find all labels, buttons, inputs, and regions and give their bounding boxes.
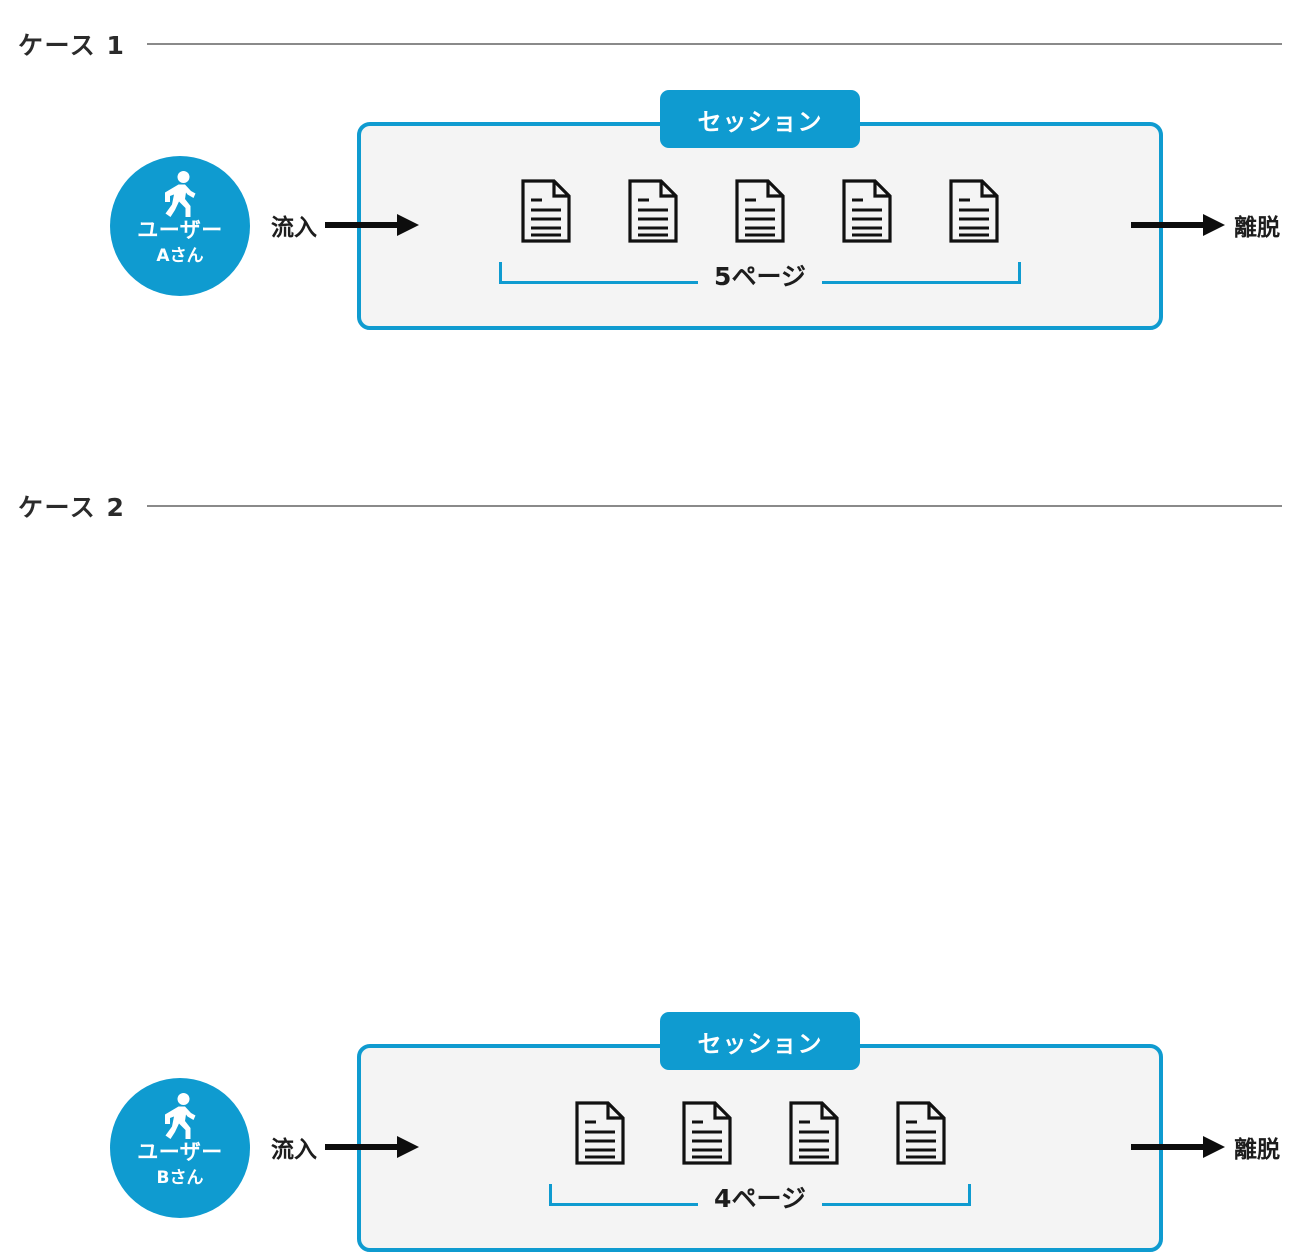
- case-header-rule: [147, 505, 1282, 507]
- case-title: ケース 2: [18, 493, 126, 522]
- user-avatar-b: ユーザー Bさん: [110, 1078, 250, 1218]
- bracket-left-line: [499, 281, 699, 284]
- case-header-rule: [147, 43, 1282, 45]
- user-label: ユーザー: [137, 218, 223, 242]
- documents-row: [357, 1100, 1163, 1166]
- inflow-arrow-icon: [325, 1136, 419, 1158]
- inflow-label: 流入: [271, 1137, 317, 1163]
- document-icon: [788, 1101, 839, 1165]
- case-header-2: ケース 2: [18, 488, 1282, 524]
- document-icon: [681, 1101, 732, 1165]
- inflow-arrow-icon: [325, 214, 419, 236]
- session-box: [357, 122, 1163, 330]
- exit-arrow-icon: [1131, 1136, 1225, 1158]
- walking-person-icon: [165, 1093, 196, 1139]
- document-icon: [574, 1101, 625, 1165]
- document-icon: [895, 1101, 946, 1165]
- bracket-right-segment: [821, 1184, 971, 1212]
- document-icon: [949, 179, 999, 243]
- bracket-right-line: [821, 1203, 971, 1206]
- bracket-left-segment: [549, 1184, 699, 1212]
- document-icon: [735, 179, 785, 243]
- case-title: ケース 1: [18, 31, 126, 60]
- user-label: ユーザー: [137, 1140, 223, 1164]
- document-icon: [521, 179, 571, 243]
- session-badge: セッション: [660, 1012, 860, 1070]
- bracket-right-line: [821, 281, 1021, 284]
- user-avatar-a: ユーザー Aさん: [110, 156, 250, 296]
- bracket-left-segment: [499, 262, 699, 290]
- page-count-bracket: 5ページ: [499, 262, 1021, 290]
- document-icon: [842, 179, 892, 243]
- bracket-left-tick: [499, 262, 502, 284]
- page-count-bracket: 4ページ: [549, 1184, 971, 1212]
- inflow-label: 流入: [271, 215, 317, 241]
- inflow-group: 流入: [271, 1130, 420, 1164]
- document-icon: [628, 179, 678, 243]
- user-sub-label: Aさん: [156, 246, 204, 266]
- bracket-right-tick: [968, 1184, 971, 1206]
- exit-label: 離脱: [1234, 215, 1280, 241]
- exit-arrow-icon: [1131, 214, 1225, 236]
- exit-label: 離脱: [1234, 1137, 1280, 1163]
- user-sub-label: Bさん: [156, 1168, 204, 1188]
- session-badge: セッション: [660, 90, 860, 148]
- walking-person-icon: [165, 171, 196, 217]
- inflow-group: 流入: [271, 208, 420, 242]
- exit-group: 離脱: [1131, 1130, 1280, 1164]
- bracket-right-segment: [821, 262, 1021, 290]
- case-header-1: ケース 1: [18, 26, 1282, 62]
- documents-row: [357, 178, 1163, 244]
- bracket-right-tick: [1018, 262, 1021, 284]
- exit-group: 離脱: [1131, 208, 1280, 242]
- page-count-label: 4ページ: [714, 1183, 806, 1213]
- bracket-left-line: [549, 1203, 699, 1206]
- page-count-label: 5ページ: [714, 261, 806, 291]
